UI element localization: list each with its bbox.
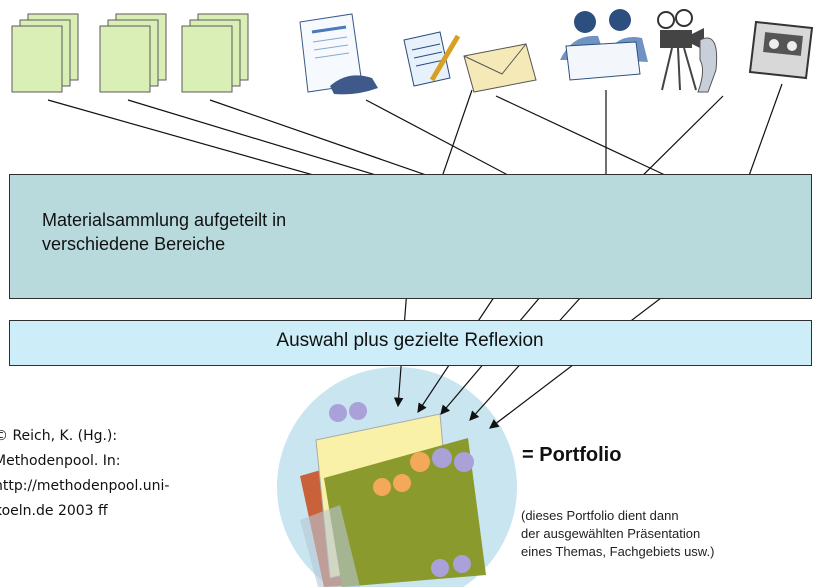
citation-line3: http://methodenpool.uni- [0, 478, 170, 494]
document-stack-icon [99, 13, 167, 93]
portfolio-note-line1: (dieses Portfolio dient dann [521, 508, 679, 523]
material-label-line1: Materialsammlung aufgeteilt in [42, 210, 287, 230]
decor-dot [329, 404, 347, 422]
material-collection-band [9, 174, 812, 299]
decor-dot [432, 448, 452, 468]
material-label-line2: verschiedene Bereiche [42, 234, 226, 254]
portfolio-note-line3: eines Themas, Fachgebiets usw.) [521, 544, 715, 559]
citation: © Reich, K. (Hg.): Methodenpool. In: htt… [0, 424, 244, 524]
portfolio-note: (dieses Portfolio dient dann der ausgewä… [521, 507, 820, 561]
material-collection-label: Materialsammlung aufgeteilt in verschied… [42, 208, 382, 256]
decor-dot [393, 474, 411, 492]
citation-line1: © Reich, K. (Hg.): [0, 428, 118, 444]
document-stack-icon [181, 13, 249, 93]
decor-dot [373, 478, 391, 496]
arrow [744, 83, 783, 186]
decor-dot [431, 559, 449, 577]
decor-dot [349, 402, 367, 420]
citation-line4: koeln.de 2003 ff [0, 503, 108, 519]
film-camera-icon [657, 9, 718, 93]
citation-line2: Methodenpool. In: [0, 453, 121, 469]
envelope-icon [463, 43, 537, 93]
writing-letter-icon [403, 31, 461, 87]
presentation-people-icon [560, 9, 648, 81]
portfolio-note-line2: der ausgewählten Präsentation [521, 526, 701, 541]
cassette-recorder-icon [748, 20, 814, 80]
portfolio-label: = Portfolio [522, 444, 622, 466]
decor-dot [410, 452, 430, 472]
decor-dot [453, 555, 471, 573]
reflection-label: Auswahl plus gezielte Reflexion [276, 330, 544, 351]
decor-dot [454, 452, 474, 472]
signing-contract-icon [299, 13, 378, 95]
reflection-band [9, 320, 812, 366]
document-stack-icon [11, 13, 79, 93]
